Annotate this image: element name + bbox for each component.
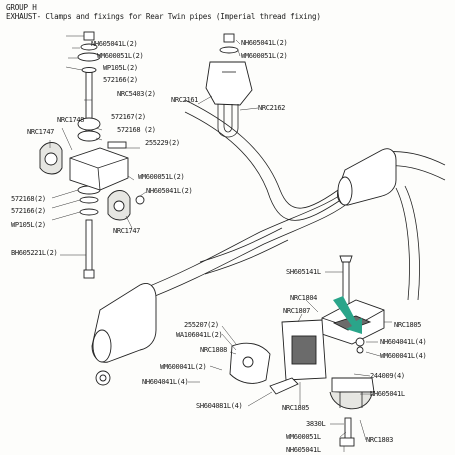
- label-nh604041l-left: NH604041L(4): [142, 378, 189, 386]
- label-nrc2161: NRC2161: [171, 96, 199, 104]
- label-wp105l-top-left: WP105L(2): [103, 64, 138, 72]
- label-255207: 255207(2): [184, 321, 219, 329]
- label-nh605041l-mid-left: NH605041L(2): [146, 187, 193, 195]
- label-sh604081l: SH604081L(4): [196, 402, 243, 410]
- exhaust-pipes: [139, 99, 446, 303]
- highlight-arrow: [333, 296, 362, 334]
- label-nh605041l-top-right: NH605041L(2): [241, 39, 288, 47]
- group-heading: GROUP H: [6, 3, 37, 12]
- label-255229: 255229(2): [145, 139, 180, 147]
- mount-bracket-nrc1748: [39, 141, 145, 221]
- label-nrc5403: NRC5403(2): [117, 90, 156, 98]
- label-wa106041l: WA106041L(2): [176, 331, 223, 339]
- label-wp105l-bottom: WP105L(2): [11, 221, 46, 229]
- label-nrc2162: NRC2162: [258, 104, 286, 112]
- label-bh605221l: BH605221L(2): [11, 249, 58, 257]
- label-wm600051l-top-right: WM600051L(2): [241, 52, 288, 60]
- mount-stack-left: [77, 31, 101, 279]
- label-572166-top-left: 572166(2): [103, 76, 138, 84]
- label-572168-top: 572168 (2): [117, 126, 156, 134]
- label-nh604041l-right: NH604041L(4): [380, 338, 427, 346]
- label-nrc1748: NRC1748: [57, 116, 85, 124]
- label-wm600041l-left: WM600041L(2): [160, 363, 207, 371]
- label-nrc1804: NRC1804: [290, 294, 318, 302]
- diagram-title: EXHAUST- Clamps and fixings for Rear Twi…: [6, 12, 321, 21]
- label-nh605041l-bottom: NH605041L: [286, 446, 321, 454]
- label-nrc1747-right: NRC1747: [113, 227, 141, 235]
- silencer-upper: [337, 148, 397, 206]
- label-wm600051l-top-left: WM600051L(2): [97, 52, 144, 60]
- label-572166-bottom: 572166(2): [11, 207, 46, 215]
- label-nrc1803: NRC1803: [366, 436, 394, 444]
- hanger-right: [205, 33, 253, 138]
- label-sh605141l: SH605141L: [286, 268, 321, 276]
- label-572168-bottom: 572168(2): [11, 195, 46, 203]
- label-wm600051l-mid-left: WM600051L(2): [138, 173, 185, 181]
- label-nrc1747-left: NRC1747: [27, 128, 55, 136]
- label-3830l: 3830L: [306, 420, 326, 428]
- label-nrc1805-bottom: NRC1805: [282, 404, 310, 412]
- clamp-assembly-right: [229, 255, 385, 447]
- label-wm600051l-bottom: WM600051L: [286, 433, 321, 441]
- silencer-lower: [91, 283, 157, 386]
- label-nh605041l-bottom-right: NH605041L: [370, 390, 405, 398]
- leader-lines: [49, 35, 392, 452]
- label-572167: 572167(2): [111, 113, 146, 121]
- label-wm600041l-right: WM600041L(4): [380, 352, 427, 360]
- label-nrc1808: NRC1808: [200, 346, 228, 354]
- label-244009: 244009(4): [370, 372, 405, 380]
- label-nrc1805-right: NRC1805: [394, 321, 422, 329]
- label-nrc1807: NRC1807: [283, 307, 311, 315]
- label-nh605041l-top-left: NH605041L(2): [91, 40, 138, 48]
